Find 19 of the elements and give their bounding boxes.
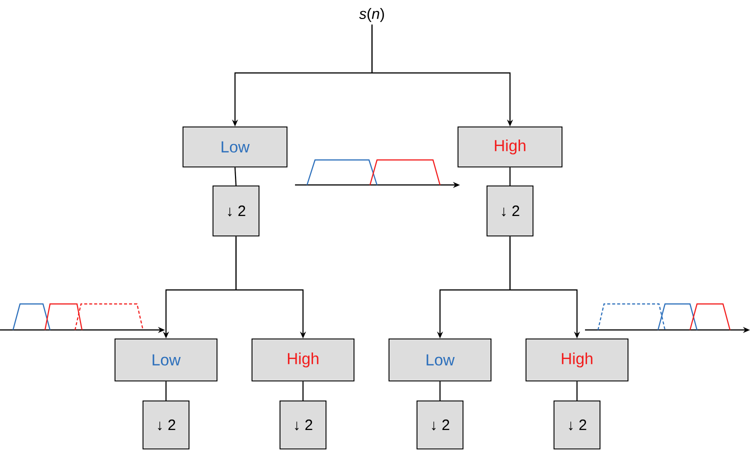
signal-label: s(n) (359, 8, 384, 22)
downsampler-box: ↓ 2 (212, 186, 260, 236)
downsampler-box: ↓ 2 (416, 400, 464, 450)
filter-box: High (252, 338, 354, 382)
downsampler-box: ↓ 2 (554, 400, 600, 450)
filter-box: Low (388, 338, 492, 382)
connector (165, 381, 167, 401)
downsampler-box: ↓ 2 (280, 400, 326, 450)
connector (509, 167, 511, 186)
connector (439, 381, 441, 401)
connector (234, 167, 237, 186)
downsampler-box: ↓ 2 (486, 186, 534, 236)
filter-box: Low (182, 126, 288, 168)
connector (302, 381, 304, 401)
downsampler-box: ↓ 2 (142, 400, 190, 450)
connector (576, 381, 578, 401)
filter-box: Low (114, 338, 218, 382)
filter-box: High (458, 126, 562, 168)
filter-box: High (526, 338, 628, 382)
